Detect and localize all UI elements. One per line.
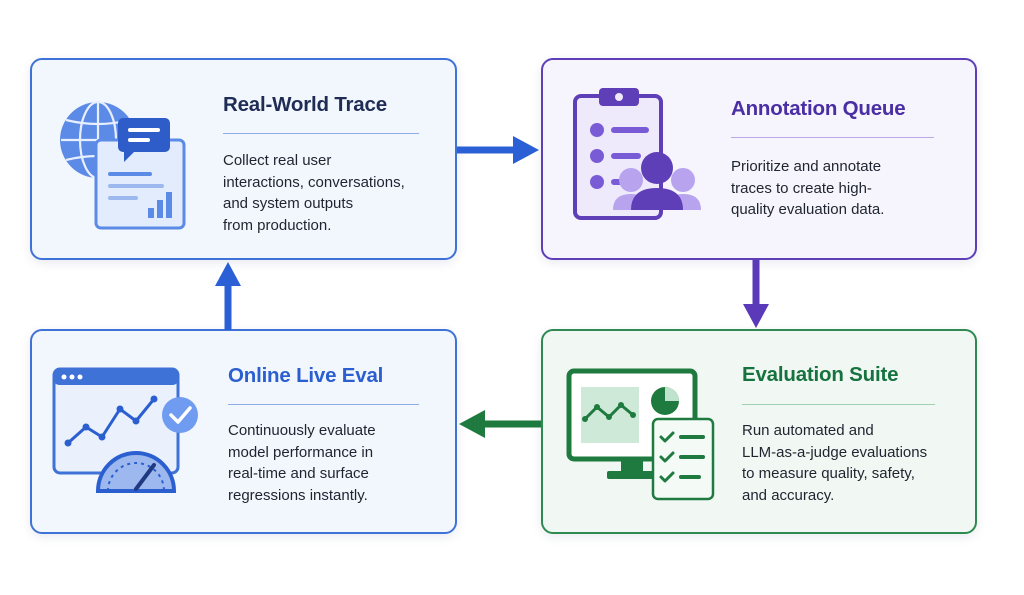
card-description: Prioritize and annotate traces to create… [731, 158, 885, 218]
monitor-checklist-icon [566, 368, 715, 501]
dashboard-gauge-check-icon [52, 367, 198, 493]
card-title: Real-World Trace [223, 93, 387, 116]
card-evaluation-suite: Evaluation Suite Run automated and LLM-a… [541, 329, 977, 534]
card-title: Annotation Queue [731, 97, 906, 120]
arrow-left-icon [459, 410, 541, 438]
card-description: Run automated and LLM-as-a-judge evaluat… [742, 422, 928, 504]
arrow-right-icon [457, 136, 539, 164]
card-online-live-eval: Online Live Eval Continuously evaluate m… [30, 329, 457, 534]
card-description: Continuously evaluate model performance … [228, 422, 376, 504]
globe-chat-dashboard-icon [60, 100, 186, 230]
divider [731, 137, 934, 138]
divider [742, 404, 935, 405]
card-title: Online Live Eval [228, 364, 384, 387]
arrow-down-icon [743, 260, 769, 328]
card-description: Collect real user interactions, conversa… [223, 152, 405, 234]
card-real-world-trace: Real-World Trace Collect real user inter… [30, 58, 457, 260]
clipboard-team-icon [573, 88, 701, 220]
divider [223, 133, 419, 134]
card-annotation-queue: Annotation Queue Prioritize and annotate… [541, 58, 977, 260]
card-title: Evaluation Suite [742, 363, 899, 386]
arrow-up-icon [215, 262, 241, 330]
divider [228, 404, 419, 405]
